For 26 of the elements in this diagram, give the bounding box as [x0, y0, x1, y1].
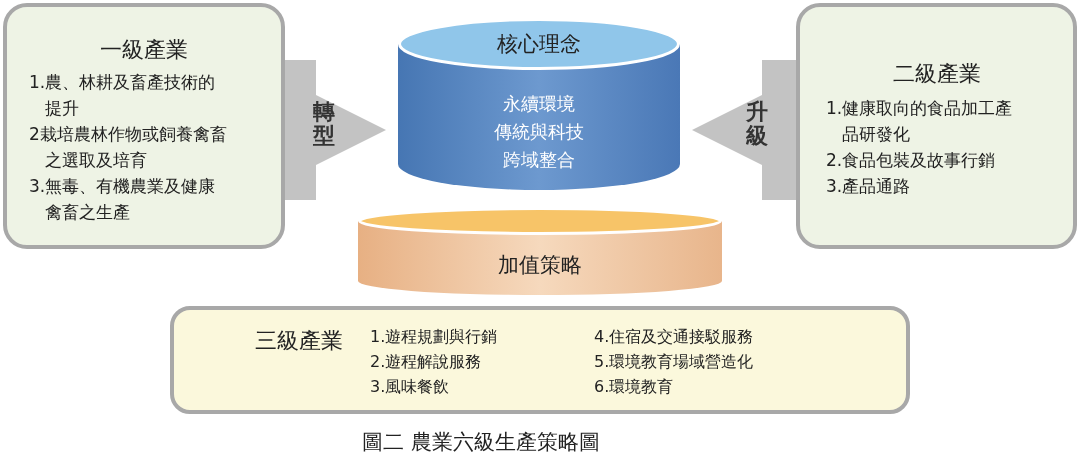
list-item: 1.農、林耕及畜產技術的提升: [29, 71, 217, 120]
list-item: 3.風味餐飲: [370, 376, 451, 398]
arrow-label: 轉型: [313, 100, 335, 149]
list-item: 1.健康取向的食品加工產品研發化: [826, 97, 1014, 146]
category-panel: [796, 3, 1077, 249]
box-heading: 三級產業: [254, 327, 344, 355]
category-panel: [170, 306, 910, 414]
list-item: 2.食品包裝及故事行銷: [826, 149, 997, 172]
box-heading: 一級產業: [99, 36, 189, 64]
cylinder-label: 加值策略: [497, 252, 583, 279]
list-item: 2.遊程解說服務: [370, 351, 483, 373]
list-item: 1.遊程規劃與行銷: [370, 326, 499, 348]
cylinder-text: 永續環境: [502, 92, 576, 116]
figure-caption: 圖二 農業六級生產策略圖: [362, 429, 600, 456]
cylinder-text: 跨域整合: [502, 148, 576, 172]
list-item: 3.產品通路: [826, 175, 912, 198]
cylinder-text: 傳統與科技: [493, 120, 585, 144]
category-panel: [3, 3, 285, 249]
cylinder-label: 核心理念: [496, 31, 582, 58]
list-item: 3.無毒、有機農業及健康禽畜之生產: [29, 175, 217, 224]
arrow-label: 升級: [746, 100, 768, 149]
list-item: 5.環境教育場域營造化: [594, 351, 755, 373]
list-item: 4.住宿及交通接駁服務: [594, 326, 755, 348]
list-item: 2栽培農林作物或飼養禽畜之選取及培育: [29, 123, 228, 172]
box-heading: 二級產業: [891, 60, 982, 88]
list-item: 6.環境教育: [594, 376, 675, 398]
